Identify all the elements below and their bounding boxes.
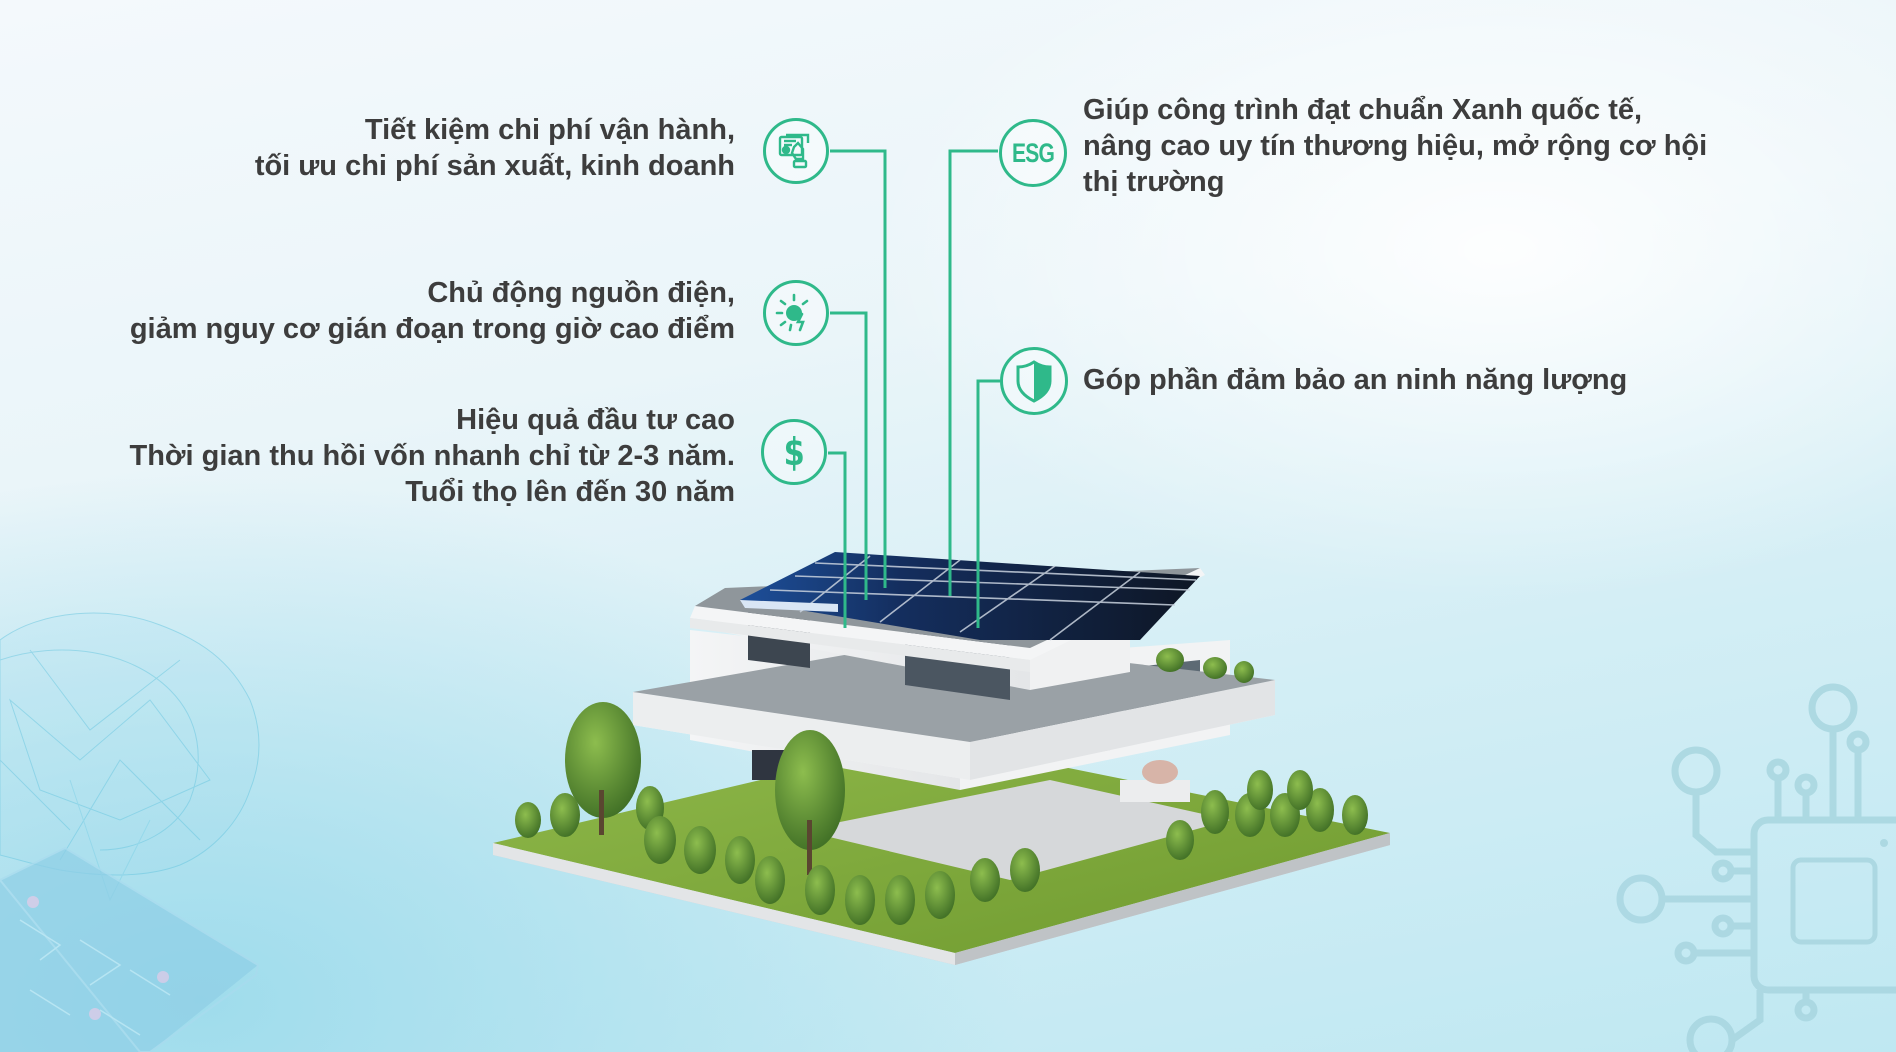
feature-investment: Hiệu quả đầu tư cao Thời gian thu hồi vố… — [129, 402, 735, 510]
feature-energy-security: Góp phần đảm bảo an ninh năng lượng — [1083, 362, 1627, 398]
feature-text-line: tối ưu chi phí sản xuất, kinh doanh — [254, 150, 735, 182]
connector-line-security — [976, 379, 1000, 628]
feature-icon-energy-security — [1000, 347, 1068, 415]
dollar-icon: $ — [783, 430, 805, 474]
microchip-icon — [1616, 683, 1896, 1052]
feature-text-line: Chủ động nguồn điện, — [427, 277, 735, 309]
connector-line-investment — [828, 451, 847, 628]
feature-text-line: Góp phần đảm bảo an ninh năng lượng — [1083, 364, 1628, 396]
sun-energy-bolt-icon — [775, 293, 809, 332]
trees-and-shrubs — [515, 648, 1368, 925]
shield-icon — [1016, 360, 1052, 403]
solar-panels — [740, 552, 1200, 641]
feature-text-line: Tuổi thọ lên đến 30 năm — [405, 476, 735, 508]
feature-icon-cost-saving — [763, 118, 829, 184]
feature-text-line: giảm nguy cơ gián đoạn trong giờ cao điể… — [129, 313, 735, 345]
feature-text-line: Tiết kiệm chi phí vận hành, — [364, 114, 735, 146]
feature-esg: Giúp công trình đạt chuẩn Xanh quốc tế, … — [1083, 92, 1707, 200]
feature-text-line: thị trường — [1083, 166, 1225, 198]
feature-icon-power-independence — [763, 280, 829, 346]
feature-icon-investment: $ — [761, 419, 827, 485]
feature-icon-esg: ESG — [999, 119, 1067, 187]
circuit-board-icon — [0, 846, 260, 1052]
wireframe-brain-icon — [0, 612, 260, 902]
feature-power-independence: Chủ động nguồn điện, giảm nguy cơ gián đ… — [130, 275, 735, 347]
feature-text-line: nâng cao uy tín thương hiệu, mở rộng cơ … — [1083, 130, 1708, 162]
connector-line-esg — [948, 149, 998, 596]
connector-line-cost — [830, 149, 887, 588]
feature-text-line: Giúp công trình đạt chuẩn Xanh quốc tế, — [1083, 94, 1643, 126]
esg-icon: ESG — [1011, 137, 1055, 168]
feature-text-line: Thời gian thu hồi vốn nhanh chỉ từ 2-3 n… — [129, 440, 735, 472]
connector-line-power — [830, 311, 868, 600]
feature-cost-saving: Tiết kiệm chi phí vận hành, tối ưu chi p… — [255, 112, 735, 184]
hand-payment-receipt-icon — [778, 133, 810, 169]
feature-text-line: Hiệu quả đầu tư cao — [456, 404, 735, 436]
